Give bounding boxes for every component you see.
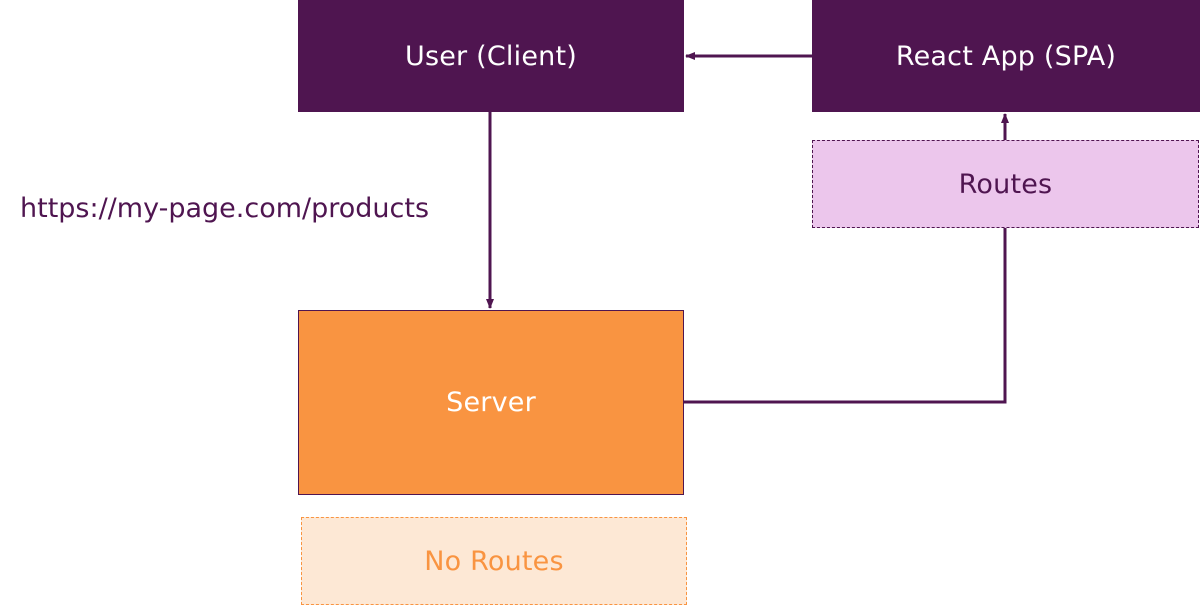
node-no-routes: No Routes xyxy=(301,517,687,605)
node-routes-label: Routes xyxy=(958,168,1053,200)
node-server: Server xyxy=(298,310,684,495)
node-no-routes-label: No Routes xyxy=(424,545,564,577)
edge-server-to-routes xyxy=(684,228,1007,404)
node-user-client: User (Client) xyxy=(298,0,684,112)
node-react-app-label: React App (SPA) xyxy=(895,40,1117,72)
node-routes: Routes xyxy=(812,140,1199,228)
edge-label-request-url: https://my-page.com/products xyxy=(20,193,430,224)
node-react-app: React App (SPA) xyxy=(812,0,1200,112)
node-user-client-label: User (Client) xyxy=(405,40,577,72)
node-server-label: Server xyxy=(446,387,536,418)
